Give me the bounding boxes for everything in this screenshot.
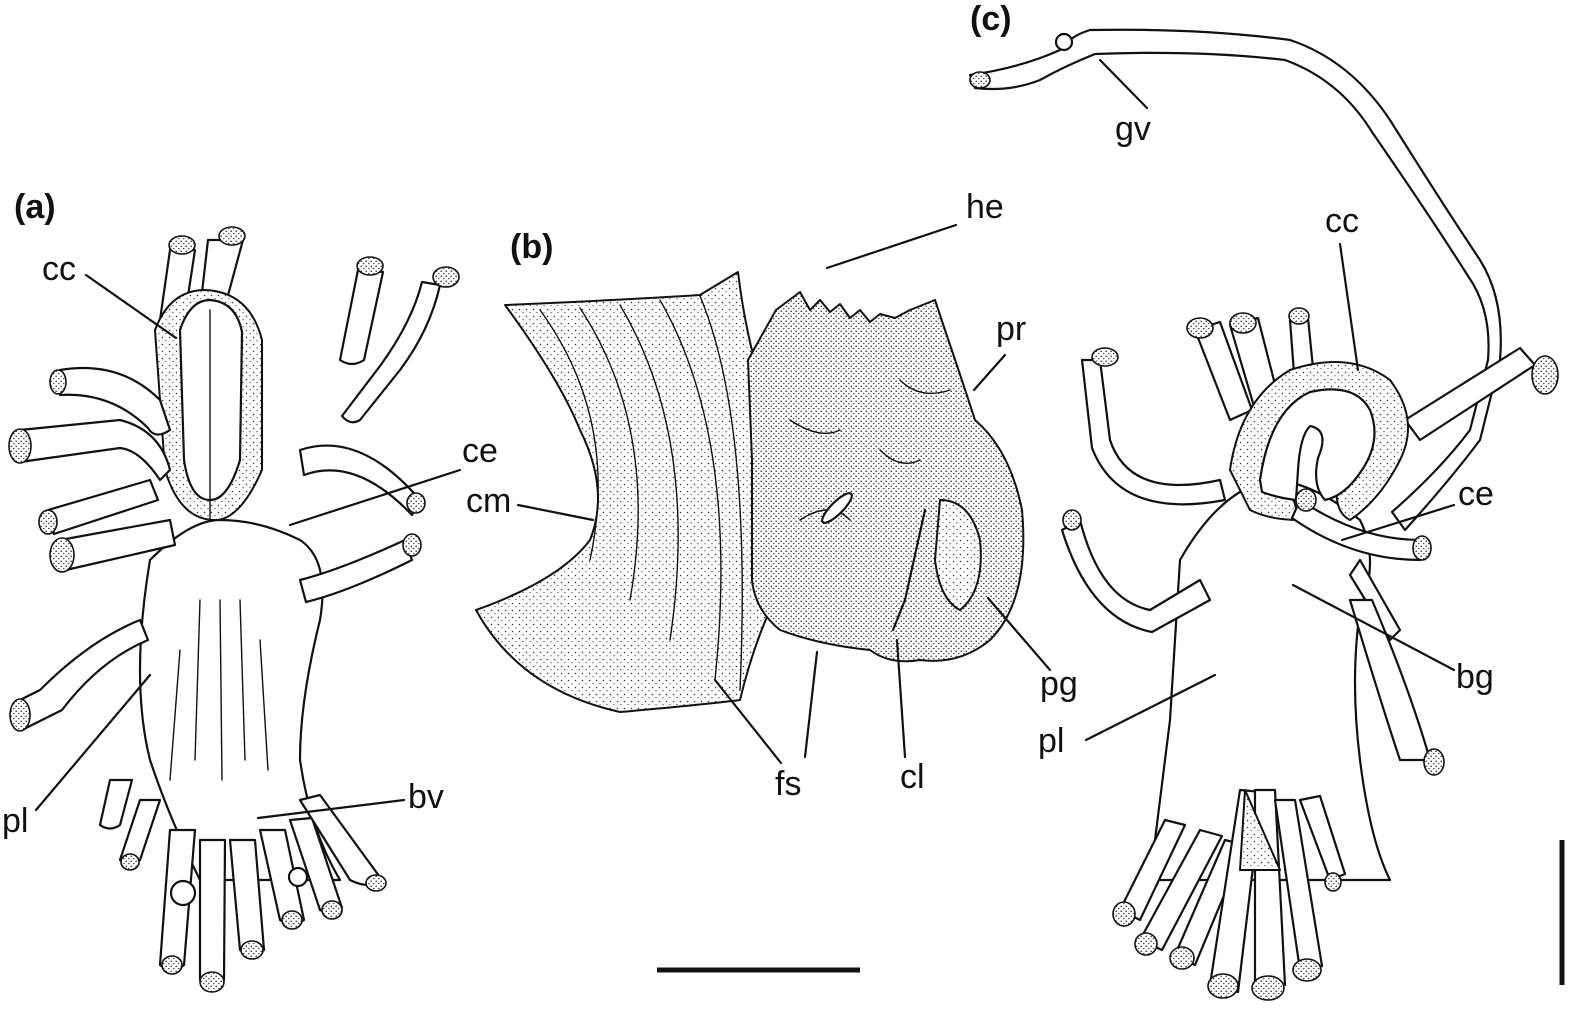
panel-b-leader-fs-2 xyxy=(803,650,819,759)
panel-c-leader-bg xyxy=(1291,583,1456,672)
panel-c: (c) gv cc ce bg pl xyxy=(968,0,1565,1001)
panel-b-leader-cl xyxy=(895,638,907,759)
panel-c-leader-ce xyxy=(1340,503,1456,542)
panel-b-leader-pg xyxy=(986,596,1052,672)
panel-a: (a) cc ce pl bv xyxy=(2,188,498,993)
panel-a-label-ce: ce xyxy=(462,432,498,470)
panel-b-label-cm: cm xyxy=(466,482,511,520)
panel-b-label-he: he xyxy=(966,188,1004,226)
panel-b-column-wall xyxy=(475,271,771,713)
panel-c-leader-pl xyxy=(1084,673,1217,742)
panel-c-label-bg: bg xyxy=(1456,658,1494,696)
panel-a-tentacles-basal xyxy=(98,778,387,993)
panel-b-label-pg: pg xyxy=(1040,665,1078,703)
panel-c-gonophore-stalk xyxy=(968,28,1502,532)
panel-c-label-gv: gv xyxy=(1115,110,1151,148)
panel-b-label-pr: pr xyxy=(996,310,1026,348)
panel-c-label-pl: pl xyxy=(1038,722,1064,760)
panel-a-label-cc: cc xyxy=(42,250,76,288)
panel-a-leader-cc xyxy=(84,273,178,340)
panel-c-leader-cc xyxy=(1338,242,1360,372)
panel-a-label-bv: bv xyxy=(408,778,444,816)
panel-b-title: (b) xyxy=(510,228,553,266)
panel-c-tentacles-basal xyxy=(1112,788,1347,1001)
panel-a-leader-bv xyxy=(256,798,406,820)
panel-b-leader-pr xyxy=(972,353,1007,392)
panel-a-tentacles-upper xyxy=(158,226,460,424)
panel-b-leader-fs-1 xyxy=(713,678,783,765)
panel-b-leader-cm xyxy=(516,503,595,522)
panel-a-leader-pl xyxy=(34,673,152,812)
panel-c-leader-gv xyxy=(1098,58,1149,110)
panel-a-label-pl: pl xyxy=(2,802,28,840)
panel-a-title: (a) xyxy=(14,188,56,226)
panel-c-label-ce: ce xyxy=(1458,475,1494,513)
panel-a-leader-ce xyxy=(288,468,462,527)
panel-a-body xyxy=(138,518,342,882)
panel-b-label-cl: cl xyxy=(900,758,925,796)
panel-b-leader-he xyxy=(825,223,958,270)
panel-c-label-cc: cc xyxy=(1325,202,1359,240)
panel-b: (b) he pr cm pg fs cl xyxy=(466,188,1078,973)
panel-a-tentacles-side xyxy=(8,366,426,732)
panel-b-label-fs: fs xyxy=(775,765,801,803)
panel-b-hypostome xyxy=(747,291,1025,663)
panel-c-tentacles-side xyxy=(1060,488,1445,776)
panel-c-title: (c) xyxy=(970,0,1012,38)
